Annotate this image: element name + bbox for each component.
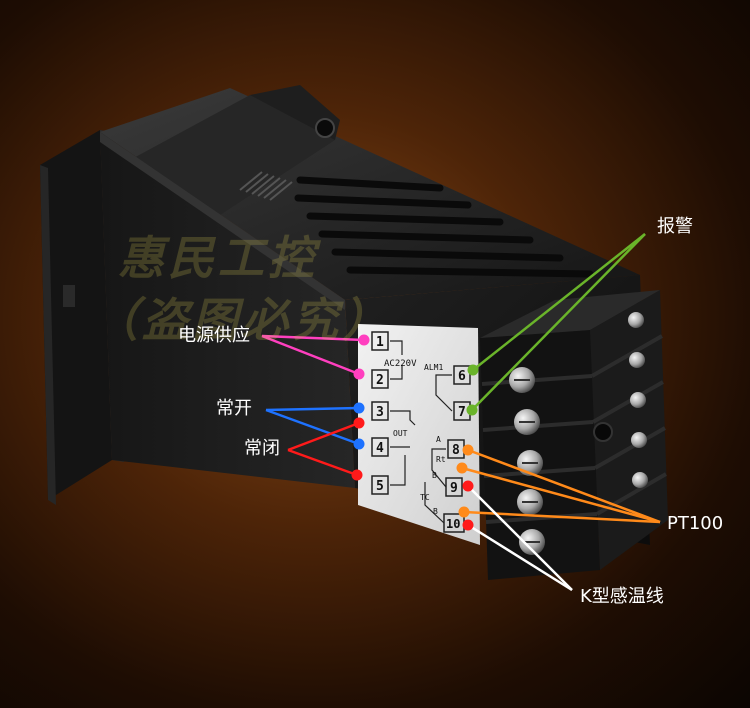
sticker-text: 1 2 3 4 5 6 7 8 9 10 AC220V ALM1 OUT A R…: [376, 335, 466, 531]
terminal-1: 1: [376, 335, 384, 350]
terminal-10: 10: [446, 517, 460, 531]
terminal-4: 4: [376, 441, 384, 456]
label-alarm: 报警: [657, 216, 693, 237]
a-label: A: [436, 435, 441, 444]
terminal-3: 3: [376, 405, 384, 420]
rt-label: Rt: [436, 455, 446, 464]
terminal-8: 8: [452, 443, 460, 458]
housing-side: [100, 132, 355, 488]
tc-label: TC: [420, 493, 430, 502]
vent-slots: [294, 176, 594, 278]
terminal-7: 7: [458, 405, 466, 420]
annotation-lines: [261, 233, 661, 592]
terminal-6: 6: [458, 369, 466, 384]
watermark-line-1: 惠民工控: [118, 231, 318, 285]
terminal-5: 5: [376, 479, 384, 494]
ac220v-label: AC220V: [384, 359, 417, 369]
annotation-dots: [351, 334, 479, 531]
label-power-supply: 电源供应: [178, 325, 250, 346]
watermark-line-2: （盗图必究）: [92, 293, 392, 347]
label-normally-open: 常开: [216, 398, 252, 419]
housing-top: [100, 85, 640, 300]
ribbed-grip: [239, 171, 293, 201]
alm1-label: ALM1: [424, 363, 443, 372]
terminal-2: 2: [376, 373, 384, 388]
terminal-block: [480, 290, 668, 580]
b1-label: B: [432, 471, 437, 480]
terminal-9: 9: [450, 481, 458, 496]
out-label: OUT: [393, 429, 408, 438]
terminal-screws: [509, 312, 648, 555]
label-k-thermocouple: K型感温线: [580, 586, 664, 607]
label-pt100: PT100: [667, 513, 724, 534]
label-normally-closed: 常闭: [244, 438, 280, 459]
b2-label: B: [433, 507, 438, 516]
